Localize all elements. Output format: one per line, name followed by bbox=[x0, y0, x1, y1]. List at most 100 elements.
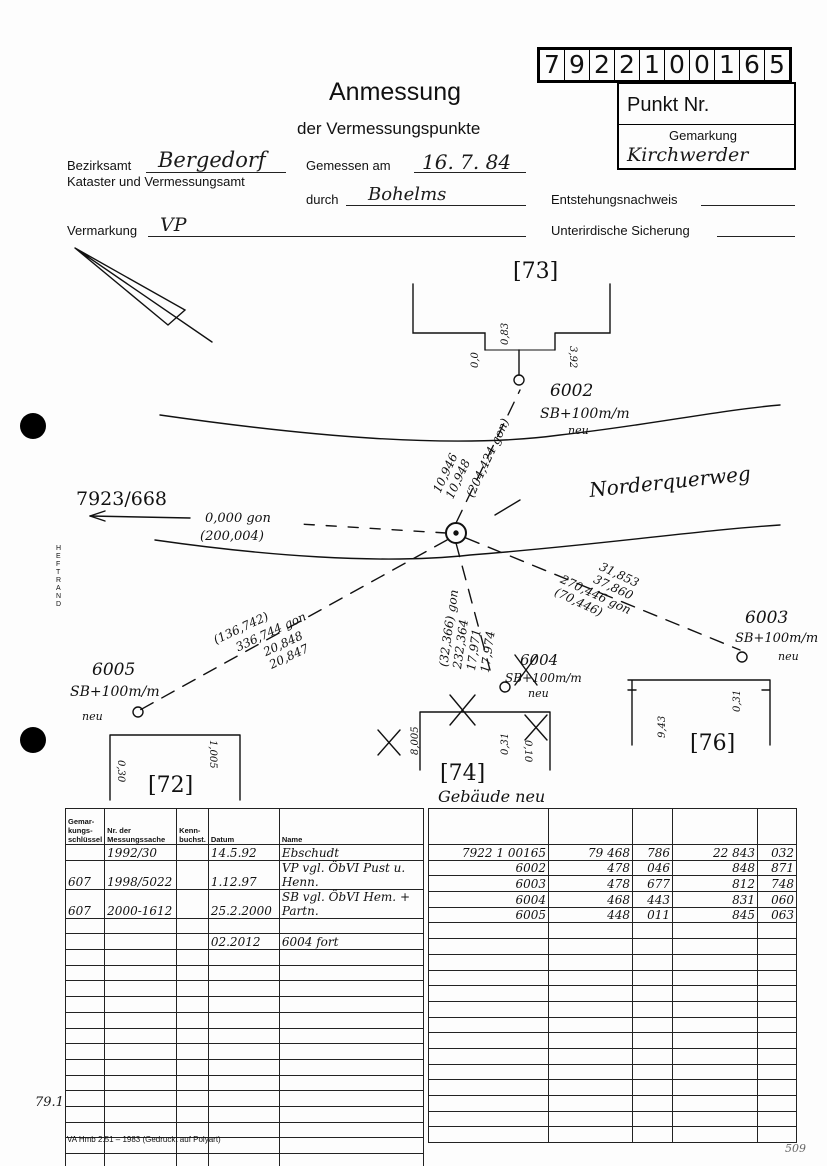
table-cell: 6003 bbox=[428, 875, 549, 893]
table-cell bbox=[278, 1043, 425, 1060]
table-cell bbox=[757, 1047, 797, 1065]
table-cell bbox=[104, 949, 178, 966]
table-cell bbox=[176, 1153, 209, 1166]
svg-text:0,83: 0,83 bbox=[500, 323, 511, 345]
table-cell bbox=[672, 938, 758, 955]
table-cell bbox=[757, 1063, 797, 1081]
table-cell bbox=[64, 1105, 106, 1123]
table-cell: 786 bbox=[632, 844, 673, 861]
table-row bbox=[64, 1137, 425, 1154]
svg-text:SB+100m/m: SB+100m/m bbox=[540, 406, 630, 422]
gemessen-value: 16. 7. 84 bbox=[422, 150, 512, 174]
svg-text:neu: neu bbox=[528, 687, 549, 700]
table-cell: 02.2012 bbox=[207, 933, 280, 951]
building-76-label: [76] bbox=[690, 731, 735, 756]
table-row bbox=[64, 1043, 425, 1060]
table-cell bbox=[278, 1153, 425, 1166]
building-72-label: [72] bbox=[148, 773, 193, 798]
table-cell bbox=[548, 985, 633, 1002]
svg-text:0,000 gon: 0,000 gon bbox=[205, 511, 271, 526]
point-6005: 6005 bbox=[92, 660, 135, 680]
table-cell bbox=[757, 969, 797, 987]
table-cell bbox=[428, 1079, 549, 1096]
svg-text:0,0: 0,0 bbox=[470, 351, 481, 368]
table-cell: 032 bbox=[757, 844, 797, 861]
table-cell bbox=[428, 985, 549, 1002]
table-cell: 22 843 bbox=[672, 844, 758, 861]
column-header: Nr. der Messungssache bbox=[104, 808, 178, 845]
table-cell bbox=[548, 1000, 633, 1018]
table-cell bbox=[548, 922, 633, 940]
table-cell bbox=[757, 922, 797, 940]
table-cell bbox=[64, 1058, 106, 1076]
table-cell bbox=[176, 1058, 209, 1076]
svg-text:neu: neu bbox=[778, 650, 799, 663]
table-cell bbox=[428, 969, 549, 987]
table-row bbox=[64, 996, 425, 1013]
table-cell bbox=[176, 859, 209, 890]
table-cell bbox=[757, 1079, 797, 1096]
table-row bbox=[64, 1090, 425, 1107]
svg-text:SB+100m/m: SB+100m/m bbox=[735, 631, 818, 646]
table-cell bbox=[548, 1110, 633, 1128]
table-cell bbox=[632, 985, 673, 1002]
table-cell: 607 bbox=[64, 888, 106, 919]
table-row bbox=[428, 922, 797, 940]
table-row bbox=[64, 964, 425, 982]
table-cell: 6002 bbox=[428, 859, 549, 877]
table-cell bbox=[632, 1063, 673, 1081]
table-cell bbox=[632, 1110, 673, 1128]
table-row bbox=[428, 1047, 797, 1065]
svg-text:(204,424 gon): (204,424 gon) bbox=[463, 416, 512, 500]
gemessen-label: Gemessen am bbox=[306, 158, 391, 173]
table-row bbox=[428, 953, 797, 971]
table-cell bbox=[278, 996, 425, 1013]
table-cell bbox=[207, 949, 280, 966]
table-cell bbox=[757, 1110, 797, 1128]
durch-value: Bohelms bbox=[368, 184, 447, 205]
table-cell: 848 bbox=[672, 859, 758, 877]
table-cell bbox=[632, 1032, 673, 1049]
table-cell bbox=[428, 1047, 549, 1065]
table-cell bbox=[672, 1063, 758, 1081]
table-cell bbox=[176, 996, 209, 1013]
table-cell bbox=[176, 933, 209, 951]
point-number-digit: 0 bbox=[689, 50, 714, 80]
table-cell bbox=[672, 922, 758, 940]
point-number-digit: 1 bbox=[714, 50, 739, 80]
table-cell bbox=[548, 1047, 633, 1065]
table-cell bbox=[757, 1032, 797, 1049]
table-cell bbox=[207, 1074, 280, 1092]
svg-text:0,31: 0,31 bbox=[500, 733, 511, 755]
table-cell bbox=[278, 964, 425, 982]
survey-sketch: [73] [72] [74] [76] Gebäude neu 6002 SB+… bbox=[70, 247, 818, 806]
table-cell bbox=[548, 1032, 633, 1049]
svg-text:9,43: 9,43 bbox=[657, 716, 668, 738]
table-cell bbox=[278, 1121, 425, 1139]
point-number-digit: 6 bbox=[739, 50, 764, 80]
table-cell bbox=[672, 1110, 758, 1128]
point-number-digit: 5 bbox=[764, 50, 789, 80]
table-cell bbox=[278, 1090, 425, 1107]
table-cell bbox=[64, 1011, 106, 1029]
table-row bbox=[64, 1011, 425, 1029]
table-cell: 607 bbox=[64, 859, 106, 890]
table-cell bbox=[632, 1126, 673, 1144]
table-cell bbox=[278, 1105, 425, 1123]
table-cell bbox=[207, 980, 280, 998]
table-cell bbox=[672, 1126, 758, 1144]
table-cell bbox=[428, 1016, 549, 1034]
table-cell bbox=[64, 1027, 106, 1045]
table-cell bbox=[428, 938, 549, 955]
building-73-label: [73] bbox=[513, 259, 558, 284]
table-cell: 871 bbox=[757, 859, 797, 877]
table-cell bbox=[278, 949, 425, 966]
table-cell bbox=[757, 1126, 797, 1144]
table-cell: 6005 bbox=[428, 906, 549, 924]
punkt-nr-label: Punkt Nr. bbox=[627, 94, 710, 116]
table-cell: 79 468 bbox=[548, 844, 633, 861]
table-cell bbox=[428, 953, 549, 971]
svg-text:1,005: 1,005 bbox=[207, 740, 218, 769]
